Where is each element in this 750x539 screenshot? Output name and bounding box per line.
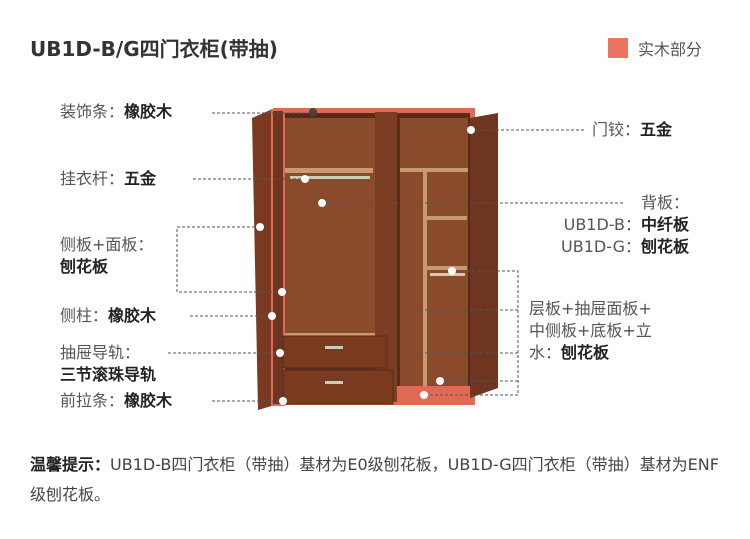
label-front: 前拉条：橡胶木 (60, 390, 172, 412)
label-name: 挂衣杆： (60, 169, 125, 188)
label-value: 中纤板 (640, 215, 689, 234)
label-shelf: 层板+抽屉面板+ 中侧板+底板+立水：刨花板 (529, 298, 652, 364)
label-value: 五金 (124, 169, 157, 188)
leader-lines (168, 112, 623, 402)
label-value: 刨花板 (60, 257, 109, 276)
legend-label: 实木部分 (638, 40, 703, 59)
label-value: 橡胶木 (124, 102, 173, 121)
label-name: 侧柱： (60, 306, 109, 325)
label-name: 背板： (640, 193, 689, 212)
wardrobe-illustration (252, 108, 498, 410)
label-back: 背板： UB1D-B：中纤板 UB1D-G：刨花板 (534, 192, 689, 258)
label-rod: 挂衣杆：五金 (60, 168, 156, 190)
label-rail: 抽屉导轨： 三节滚珠导轨 (60, 342, 156, 386)
label-name: UB1D-G： (561, 237, 641, 256)
page-title: UB1D-B/G四门衣柜(带抽) (30, 37, 278, 61)
legend: 实木部分 (608, 36, 702, 60)
label-post: 侧柱：橡胶木 (60, 305, 156, 327)
label-name: 前拉条： (60, 391, 125, 410)
note-text: UB1D-B四门衣柜（带抽）基材为E0级刨花板，UB1D-G四门衣柜（带抽）基材… (30, 455, 719, 504)
tip-note: 温馨提示：UB1D-B四门衣柜（带抽）基材为E0级刨花板，UB1D-G四门衣柜（… (30, 450, 730, 510)
label-hinge: 门铰：五金 (592, 119, 672, 141)
legend-swatch (608, 38, 628, 58)
label-name: 门铰： (592, 120, 641, 139)
label-value: 三节滚珠导轨 (60, 365, 157, 384)
label-side: 侧板+面板： 刨花板 (60, 234, 153, 278)
note-label: 温馨提示： (30, 455, 111, 474)
label-name: UB1D-B： (563, 215, 641, 234)
label-value: 橡胶木 (108, 306, 157, 325)
label-name: 中侧板+底板+立 (529, 321, 652, 340)
label-name: 侧板+面板： (60, 235, 154, 254)
label-trim: 装饰条：橡胶木 (60, 101, 172, 123)
label-value: 五金 (640, 120, 673, 139)
label-value: 刨花板 (640, 237, 689, 256)
marker-dots (256, 108, 475, 405)
label-name: 装饰条： (60, 102, 125, 121)
label-name: 抽屉导轨： (60, 343, 141, 362)
label-value: 橡胶木 (124, 391, 173, 410)
label-name: 水： (529, 343, 562, 362)
label-name: 层板+抽屉面板+ (529, 299, 652, 318)
label-value: 刨花板 (561, 343, 610, 362)
